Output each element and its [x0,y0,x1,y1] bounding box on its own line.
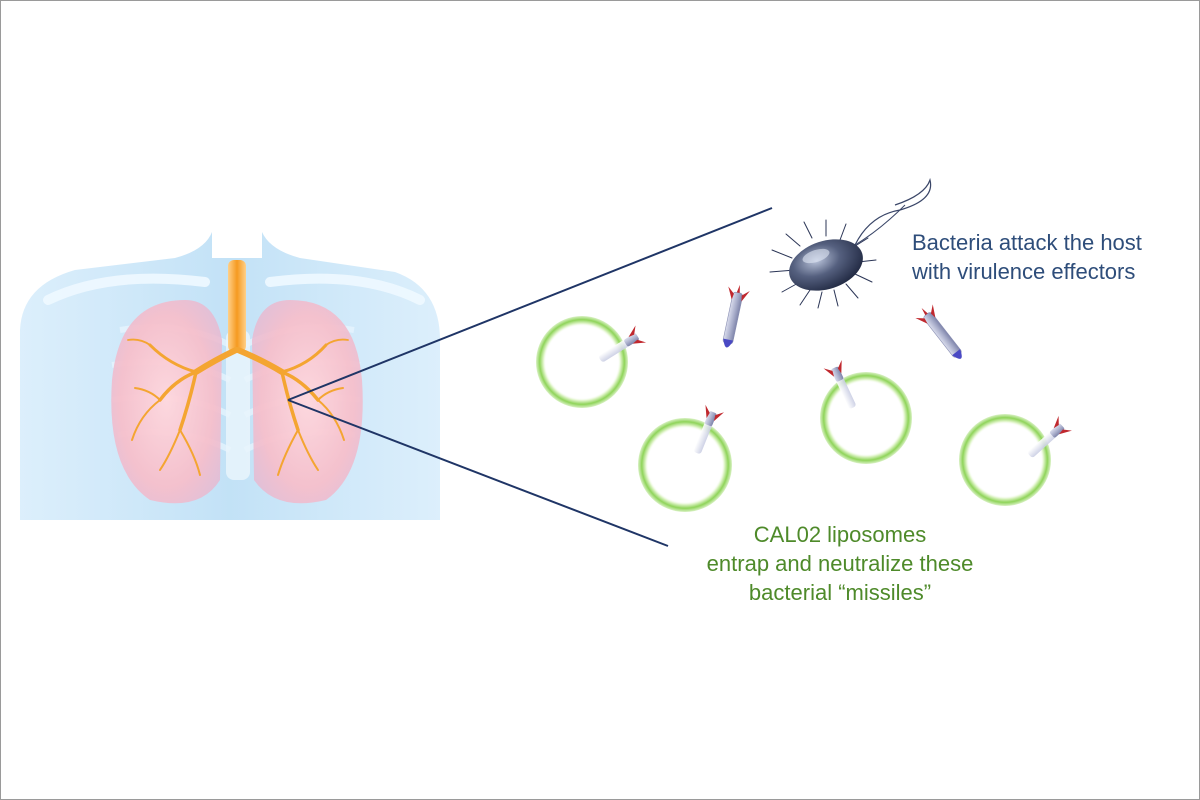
liposome-2 [638,404,732,512]
bacteria-caption-line1: Bacteria attack the host [912,230,1142,255]
liposome-caption-line1: CAL02 liposomes [753,522,927,547]
human-torso-lungs-illustration [20,232,440,520]
liposome-4 [959,414,1072,506]
free-missile-left [715,282,752,351]
liposome-caption-line3: bacterial “missiles” [748,580,932,605]
zoom-line-upper [287,207,773,401]
bacteria-caption-line2: with virulence effectors [912,259,1136,284]
liposome-3 [820,359,912,464]
zoom-line-lower [287,399,669,547]
bacterium-icon [769,177,932,309]
bacteria-caption: Bacteria attack the host with virulence … [912,228,1192,286]
liposome-caption-line2: entrap and neutralize these [706,551,974,576]
liposome-1 [536,316,647,408]
free-missile-right [912,300,971,366]
zoom-lines [287,207,773,547]
liposome-caption: CAL02 liposomes entrap and neutralize th… [640,520,1040,607]
